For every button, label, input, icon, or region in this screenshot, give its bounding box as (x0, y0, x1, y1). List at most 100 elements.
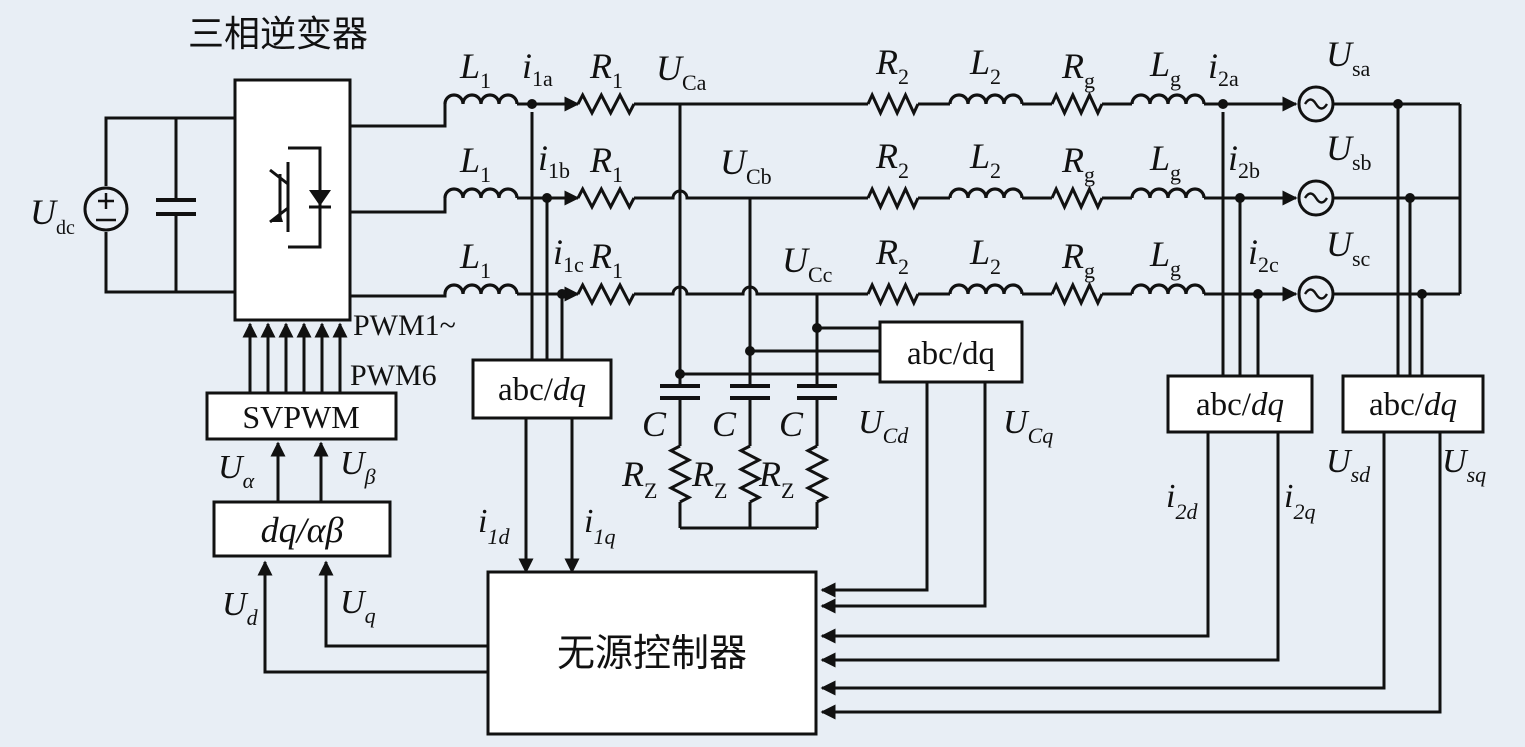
label-l2-c: L2 (969, 232, 1001, 279)
label-lg-b: Lg (1149, 138, 1181, 185)
label-rg-a: Rg (1061, 46, 1095, 93)
svpwm-label: SVPWM (242, 399, 359, 435)
usq-arrow (820, 432, 1442, 720)
label-r2-c: R2 (875, 232, 909, 279)
resistor-r1-c (576, 281, 636, 307)
usd-arrow (820, 432, 1386, 696)
resistor-rz-c (804, 444, 830, 504)
label-r1-b: R1 (589, 140, 623, 187)
inductor-l1-a (443, 93, 519, 105)
pwm-signal-arrows (242, 322, 348, 392)
label-uc-b: UCb (720, 142, 772, 189)
abc-dq-label-uc: abc/dq (907, 336, 995, 372)
label-l2-a: L2 (969, 42, 1001, 89)
label-c-c: C (779, 404, 804, 444)
label-rz-b: RZ (691, 454, 727, 503)
abc-dq-block-uc (878, 320, 1024, 384)
ud-signal-arrow (257, 560, 488, 674)
label-us-a: Usa (1326, 34, 1371, 81)
label-lg-a: Lg (1149, 44, 1181, 91)
i2q-label: i2q (1284, 478, 1315, 524)
abc-dq-block-us (1341, 374, 1485, 434)
label-i2-a: i2a (1208, 46, 1239, 91)
label-rg-c: Rg (1061, 236, 1095, 283)
resistor-r2-c (866, 281, 920, 307)
label-c-b: C (712, 404, 737, 444)
inductor-l2-c (948, 283, 1024, 295)
u-alpha-label: Uα (218, 449, 255, 493)
i2q-arrow (820, 432, 1280, 668)
controller-label: 无源控制器 (557, 631, 747, 675)
abc-dq-label-i2: abc/dq (1196, 387, 1284, 423)
wire-inverter-out-b (350, 198, 447, 214)
label-i2-b: i2b (1228, 138, 1260, 183)
sine-icon-c (1303, 288, 1329, 300)
i1-sense-wires (530, 112, 564, 360)
resistor-rg-a (1050, 91, 1104, 117)
abc-dq-block-i2 (1166, 374, 1314, 434)
resistor-r1-a (576, 91, 636, 117)
ucd-label: UCd (858, 404, 909, 448)
label-l2-b: L2 (969, 136, 1001, 183)
label-c-a: C (642, 404, 667, 444)
label-r1-c: R1 (589, 236, 623, 283)
uq-label: Uq (340, 584, 376, 628)
ucq-label: UCq (1003, 404, 1053, 448)
label-i1-a: i1a (522, 46, 553, 91)
uq-signal-arrow (318, 560, 488, 648)
wire-inverter-out-c (350, 294, 447, 298)
pwm1-label: PWM1~ (353, 309, 456, 342)
dc-source (83, 116, 235, 294)
inverter-box (233, 78, 352, 322)
junction-dot-i1-a (527, 99, 537, 109)
inductor-l1-b (443, 187, 519, 199)
label-r1-a: R1 (589, 46, 623, 93)
label-us-b: Usb (1326, 128, 1372, 175)
dc-link-capacitor (156, 118, 196, 292)
label-l1-a: L1 (459, 46, 491, 93)
label-l1-c: L1 (459, 236, 491, 283)
label-lg-c: Lg (1149, 234, 1181, 281)
resistor-rz-a (667, 444, 693, 504)
i2d-arrow (820, 432, 1210, 644)
uc-sense-wires (680, 326, 880, 376)
dq-alphabeta-block (212, 500, 392, 558)
wire-inverter-out-a (350, 104, 447, 128)
resistor-rg-c (1050, 281, 1104, 307)
ud-label: Ud (222, 586, 259, 630)
label-r2-b: R2 (875, 136, 909, 183)
u-beta-label: Uβ (340, 445, 376, 489)
inductor-lg-b (1130, 187, 1206, 199)
dq-alphabeta-label: dq/αβ (261, 510, 344, 550)
wire-cap-node-c (634, 285, 868, 296)
svpwm-block (205, 391, 398, 441)
sine-icon-b (1303, 192, 1329, 204)
label-i1-c: i1c (553, 232, 584, 277)
inductor-l2-a (948, 93, 1024, 105)
abc-dq-block-i1 (471, 358, 613, 420)
i1q-label: i1q (584, 503, 615, 549)
label-rg-b: Rg (1061, 140, 1095, 187)
passivity-controller-block (486, 570, 818, 736)
udc-label: Udc (30, 192, 75, 239)
label-uc-a: UCa (656, 48, 707, 95)
resistor-rz-b (737, 444, 763, 504)
label-us-c: Usc (1326, 224, 1371, 271)
igbt-diode-icon (269, 146, 331, 249)
label-r2-a: R2 (875, 42, 909, 89)
sine-icon-a (1303, 98, 1329, 110)
label-rz-a: RZ (621, 454, 657, 503)
resistor-r2-a (866, 91, 920, 117)
label-uc-c: UCc (782, 240, 833, 287)
junction-dot-us-c (1417, 289, 1427, 299)
inductor-lg-c (1130, 283, 1206, 295)
label-rz-c: RZ (758, 454, 794, 503)
junction-dot-i2-b (1235, 193, 1245, 203)
wire-cap-node-b (634, 189, 868, 200)
inductor-l1-c (443, 283, 519, 295)
resistor-r1-b (576, 185, 636, 211)
i2d-label: i2d (1166, 478, 1198, 524)
label-i2-c: i2c (1248, 232, 1279, 277)
